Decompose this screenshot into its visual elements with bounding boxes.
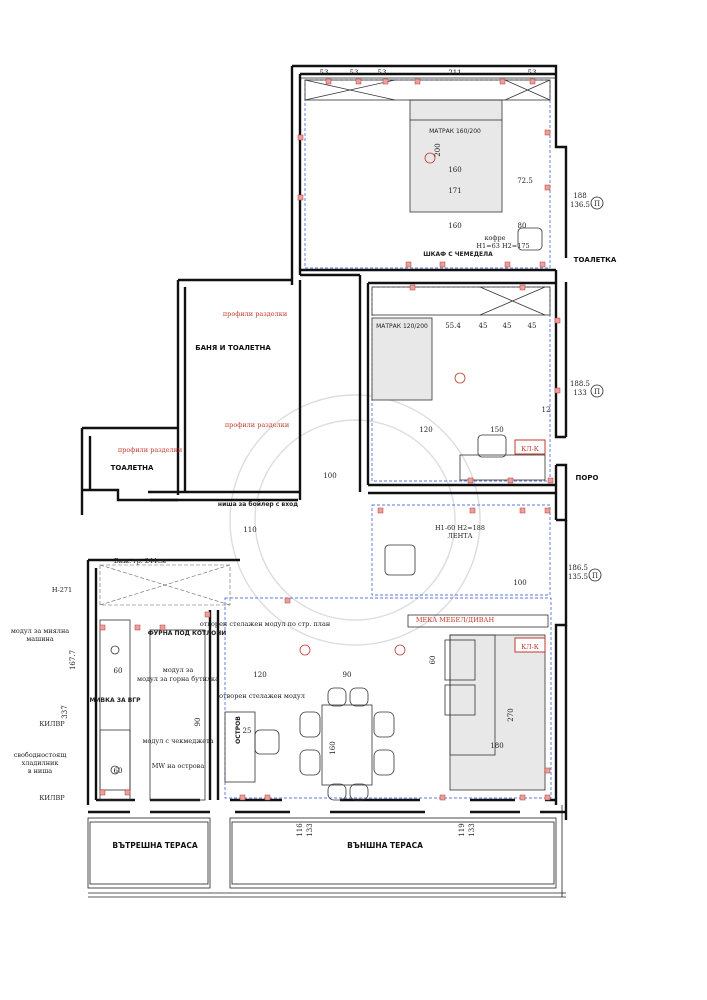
inner-terrace-label: ВЪТРЕШНА ТЕРАСА: [112, 841, 198, 850]
note-kilver-1: КИЛВР: [39, 720, 65, 728]
note-ceiling-1: Н1-60 Н2=188: [435, 524, 485, 532]
svg-text:53: 53: [320, 69, 329, 77]
note-glass-box: кофре: [484, 234, 505, 242]
note-kitchen-5: свободностоящ: [14, 751, 67, 759]
svg-text:100: 100: [513, 579, 526, 587]
svg-text:188: 188: [573, 192, 586, 200]
svg-text:167.7: 167.7: [69, 650, 77, 670]
sofa-label: МЕКА МЕБЕЛ/ДИВАН: [416, 616, 495, 624]
mattress-second-label: МАТРАК 120/200: [376, 323, 428, 330]
note-kilver-2: КИЛВР: [39, 794, 65, 802]
svg-text:П: П: [592, 572, 598, 580]
svg-text:150: 150: [490, 426, 503, 434]
svg-text:80: 80: [518, 222, 527, 230]
svg-text:П: П: [594, 200, 600, 208]
note-h271: Н-271: [52, 586, 72, 594]
tv-unit-label-2: КЛ-К: [521, 643, 539, 651]
tv-unit-label-1: КЛ-К: [521, 445, 539, 453]
room-toilet-left-label: ТОАЛЕТНА: [111, 464, 154, 472]
note-kitchen-2: машина: [26, 635, 54, 643]
outer-terrace-label: ВЪНШНА ТЕРАСА: [347, 841, 423, 850]
svg-text:133: 133: [573, 389, 586, 397]
furniture: [99, 79, 551, 801]
svg-text:211: 211: [448, 69, 461, 77]
svg-text:188.5: 188.5: [570, 380, 590, 388]
svg-text:120: 120: [419, 426, 432, 434]
svg-text:133: 133: [306, 823, 314, 836]
mattress-main-label: МАТРАК 160/200: [429, 128, 481, 135]
note-kitchen-6: хладилник: [22, 759, 59, 767]
tv-box-1: [514, 439, 546, 455]
note-drawers: модул с чекмеджета: [142, 737, 213, 745]
sink-label: МИВКА ЗА ВГР: [90, 697, 142, 704]
svg-text:55.4: 55.4: [445, 322, 461, 330]
svg-text:120: 120: [253, 671, 266, 679]
note-kitchen-7: в ниша: [28, 767, 52, 775]
note-pantry: модул за горна бутилка: [137, 675, 219, 683]
svg-text:90: 90: [343, 671, 352, 679]
svg-text:135.5: 135.5: [568, 573, 588, 581]
svg-text:200: 200: [434, 143, 442, 156]
island-label: ОСТРОВ: [235, 716, 242, 744]
svg-text:60: 60: [114, 667, 123, 675]
svg-text:П: П: [594, 388, 600, 396]
svg-text:53: 53: [378, 69, 387, 77]
dining-table: [321, 704, 373, 786]
svg-text:53: 53: [350, 69, 359, 77]
room-toilet-right-label: ТОАЛЕТКА: [574, 256, 617, 264]
note-ceiling-2: ЛЕНТА: [447, 532, 472, 540]
svg-text:116: 116: [296, 823, 304, 837]
tv-box-2: [514, 637, 546, 653]
svg-text:160: 160: [448, 166, 461, 174]
note-kitchen-1: модул за миялна: [11, 627, 69, 635]
svg-text:119: 119: [458, 823, 466, 836]
svg-text:60: 60: [114, 767, 123, 775]
svg-text:160: 160: [329, 741, 337, 754]
note-profile-3: профили разделки: [118, 446, 182, 454]
svg-text:110: 110: [243, 526, 256, 534]
svg-text:270: 270: [507, 708, 515, 721]
chair-top: [517, 227, 543, 251]
terraces: [87, 805, 566, 898]
svg-text:180: 180: [490, 742, 503, 750]
svg-text:160: 160: [448, 222, 461, 230]
bed-second: [371, 317, 433, 401]
svg-text:45: 45: [479, 322, 488, 330]
room-hall-right-label: ПОРО: [576, 474, 599, 482]
svg-text:12: 12: [542, 406, 551, 414]
svg-text:90: 90: [194, 718, 202, 727]
bed-main: [409, 99, 503, 213]
room-bathroom-label: БАНЯ И ТОАЛЕТНА: [195, 344, 271, 352]
oven-label: ФУРНА ПОД КОТЛОНИ: [148, 630, 227, 637]
svg-text:72.5: 72.5: [517, 177, 533, 185]
svg-text:337: 337: [61, 705, 69, 718]
svg-text:133: 133: [468, 823, 476, 836]
note-glass-box-dims: Н1=63 Н2=175: [476, 242, 529, 250]
note-profile-1: профили разделки: [223, 310, 287, 318]
note-high-shelf: отворен стелажен модул по стр. план: [200, 620, 330, 628]
section-tags: П П П: [588, 196, 604, 582]
svg-text:136.5: 136.5: [570, 201, 590, 209]
note-shelf: отворен стелажен модул: [219, 692, 305, 700]
watermark: [229, 394, 481, 646]
chair-desk: [477, 434, 507, 458]
svg-text:45: 45: [503, 322, 512, 330]
electrical-marks: [99, 78, 561, 801]
svg-text:45: 45: [528, 322, 537, 330]
dimensions: 53 53 53 211 53 160 171 200 72.5 160 80 …: [61, 69, 590, 837]
svg-text:171: 171: [448, 187, 461, 195]
note-cabinet: Виж. гр. 244см: [114, 557, 166, 565]
closet-label: ШКАФ С ЧЕМЕДЕЛА: [423, 251, 493, 258]
svg-text:53: 53: [528, 69, 537, 77]
svg-text:100: 100: [323, 472, 336, 480]
note-niche: ниша за бойлер с вход: [218, 501, 298, 508]
svg-text:25: 25: [243, 727, 252, 735]
note-profile-2: профили разделки: [225, 421, 289, 429]
note-mw: MW на острова: [152, 762, 205, 770]
note-kitchen-3: модул за: [163, 666, 194, 674]
svg-text:60: 60: [429, 656, 437, 665]
svg-text:186.5: 186.5: [568, 564, 588, 572]
sofa: [449, 634, 546, 791]
